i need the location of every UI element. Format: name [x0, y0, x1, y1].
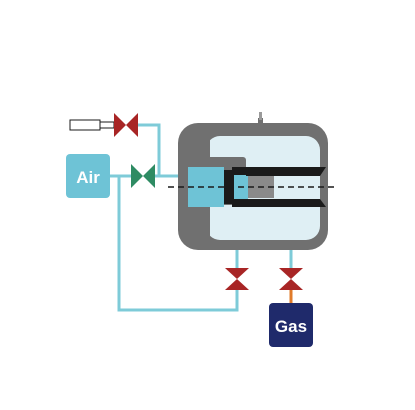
syringe-valve-icon[interactable] [114, 113, 138, 137]
air-valve-icon[interactable] [131, 164, 155, 188]
piston-rod [232, 167, 326, 207]
syringe-icon [69, 119, 115, 131]
air-label: Air [76, 168, 100, 187]
gas-label: Gas [275, 317, 307, 336]
gas-valve-icon[interactable] [279, 268, 303, 290]
air-pipe-network [110, 123, 239, 312]
gas-source-box: Gas [269, 303, 313, 347]
vent-nozzle-icon [258, 112, 263, 132]
air-source-box: Air [66, 154, 110, 198]
exhaust-valve-icon[interactable] [225, 268, 249, 290]
